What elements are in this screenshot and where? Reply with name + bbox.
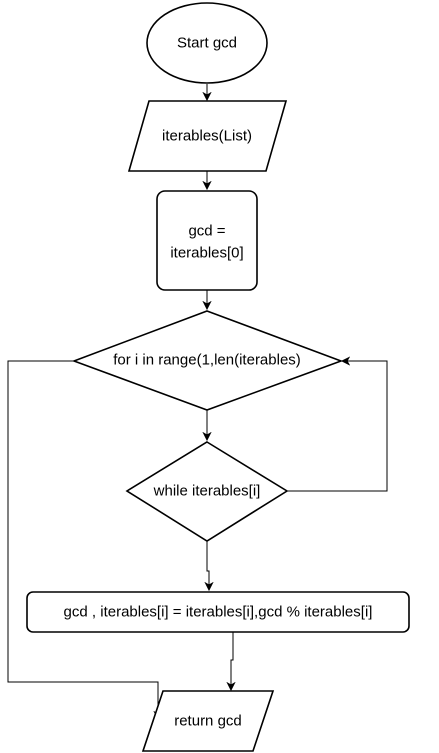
assign-box <box>156 190 258 291</box>
assign-label-line2: iterables[0] <box>170 245 243 262</box>
output-node: return gcd <box>141 690 275 752</box>
edge-while-loop-to-update <box>207 541 209 590</box>
output-label: return gcd <box>174 713 242 730</box>
input-node: iterables(List) <box>127 100 288 172</box>
for-loop-diamond <box>71 310 344 411</box>
update-box <box>26 591 410 633</box>
while-loop-node: while iterables[i] <box>125 441 289 542</box>
while-loop-label: while iterables[i] <box>153 483 261 500</box>
for-loop-node: for i in range(1,len(iterables) <box>71 310 344 411</box>
while-loop-diamond <box>125 441 289 542</box>
for-loop-label: for i in range(1,len(iterables) <box>113 352 301 369</box>
edge-for-loop-exit-to-output <box>7 360 158 719</box>
start-label: Start gcd <box>177 35 237 52</box>
input-label: iterables(List) <box>162 128 252 145</box>
output-parallelogram <box>141 690 275 752</box>
edges <box>7 84 388 719</box>
input-parallelogram <box>127 100 288 172</box>
update-label: gcd , iterables[i] = iterables[i],gcd % … <box>64 604 373 621</box>
update-node: gcd , iterables[i] = iterables[i],gcd % … <box>26 591 410 633</box>
start-ellipse <box>146 2 268 84</box>
edge-while-loop-back-to-for-loop <box>287 361 388 492</box>
edge-update-to-output <box>231 632 233 690</box>
assign-label-line1: gcd = <box>188 223 225 240</box>
assign-node: gcd = iterables[0] <box>156 190 258 291</box>
start-node: Start gcd <box>146 2 268 84</box>
